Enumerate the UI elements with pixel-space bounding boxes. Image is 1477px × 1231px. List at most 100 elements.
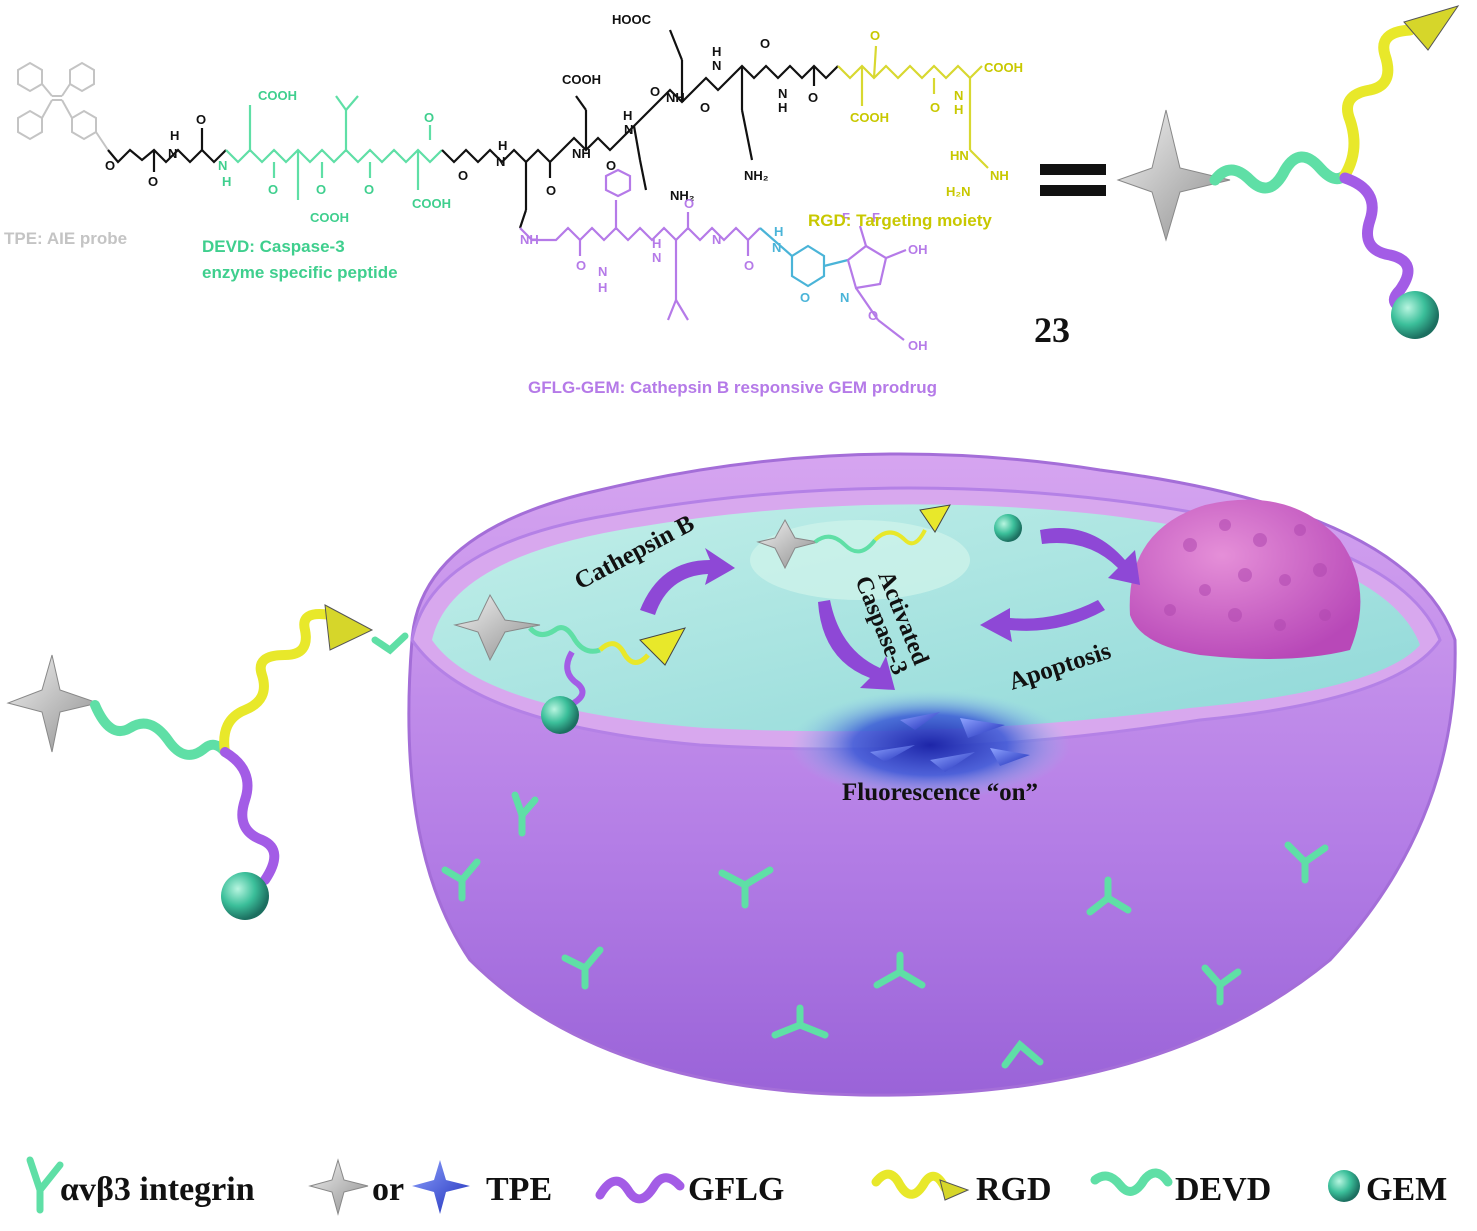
process-arrows [640,528,1140,690]
integrin-legend-icon [26,1156,64,1214]
atom-label: O [424,110,434,125]
atom-label: O [268,182,278,197]
legend-integrin: αvβ3 integrin [60,1171,255,1208]
gem-sphere-icon [221,872,269,920]
legend-or: or [372,1171,404,1208]
atom-label: NH₂ [670,188,695,203]
integrin-icon [511,791,539,837]
atom-label: H [498,138,507,153]
rgd-moiety [837,45,989,169]
devd-chain [813,534,877,554]
rgd-chain [873,529,927,546]
atom-label: O [546,183,556,198]
gem-sphere-icon [541,696,579,734]
central-backbone [441,29,839,229]
gem-atoms: H N O N F F OH O OH [772,210,928,353]
atom-label: O [870,28,880,43]
cell-illustration: Cathepsin B Activated Caspase-3 Apoptosi… [6,452,1457,1097]
gflg-chain [1339,172,1416,316]
atom-label: NH [666,90,685,105]
integrin-icon [873,951,926,989]
atom-label: O [458,168,468,183]
atom-label: N [168,146,177,161]
tpe-star-icon [453,593,541,662]
tpe-gray-legend-icon [308,1158,369,1216]
atom-label: NH₂ [744,168,769,183]
atom-label: O [196,112,206,127]
fluorescence-glow [790,690,1070,800]
atom-label: O [364,182,374,197]
atom-label: F [842,210,850,225]
atom-label: O [105,158,115,173]
atom-label: O [930,100,940,115]
devd-label-line1: DEVD: Caspase-3 [202,237,345,256]
atom-label: O [316,182,326,197]
atom-label: O [744,258,754,273]
rgd-arrowhead-icon [919,504,951,533]
tpe-star-icon [6,654,100,753]
rgd-legend-arrowhead-icon [939,1179,970,1201]
integrin-icon [1086,876,1132,916]
atom-label: H [712,44,721,59]
integrin-icon [441,858,481,902]
atom-label: HN [950,148,969,163]
atom-label: N [778,86,787,101]
atom-label: H [222,174,231,189]
gflg-moiety [519,168,761,321]
atom-label: O [700,100,710,115]
devd-chain [90,700,230,760]
rgd-chain [598,641,650,665]
rgd-arrowhead-icon [639,627,686,666]
devd-moiety [225,95,443,200]
gem-moiety [759,227,849,288]
apoptosis-arrow-icon [980,600,1105,642]
atom-label: N [840,290,849,305]
rgd-label: RGD: Targeting moiety [808,211,992,230]
devd-legend-icon [1090,1168,1173,1196]
gem-legend-icon [1328,1170,1360,1202]
legend-gflg: GFLG [688,1171,784,1208]
atom-label: O [800,290,810,305]
atom-label: F [872,210,880,225]
integrin-icon [1001,1039,1044,1069]
equals-sign [1040,164,1106,196]
gflg-legend-icon [595,1173,685,1204]
integrin-receptors [441,791,1329,1069]
integrin-icon [561,946,604,990]
integrin-icon [771,1004,829,1039]
legend-rgd: RGD [976,1171,1052,1208]
atom-label: H [774,224,783,239]
atom-label: N [772,240,781,255]
atom-label: COOH [984,60,1023,75]
integrin-binding-icon [371,632,409,655]
atom-label: H [623,108,632,123]
atom-label: H [170,128,179,143]
atom-label: N [712,58,721,73]
devd-label-line2: enzyme specific peptide [202,263,398,282]
devd-chain [1209,151,1351,194]
atom-label: H [598,280,607,295]
chemical-structure: O O H N O COOH COOH COOH H N O O O [4,5,1460,397]
atom-label: H [778,100,787,115]
atom-label: O [760,36,770,51]
gem-sugar [846,225,907,341]
aggregated-tpe-icons [870,712,1030,772]
gflg-chain [564,650,586,708]
legend: αvβ3 integrin or TPE GFLG RGD DEVD GEM [26,1156,1447,1216]
atom-label: COOH [310,210,349,225]
atom-label: N [652,250,661,265]
linker-backbone [107,128,227,172]
caspase-arrow-icon [818,600,895,690]
gflg-atoms: NH O N H N H O N O [520,196,754,295]
atom-label: N [624,122,633,137]
released-gem-icon [994,514,1022,542]
integrin-icon [1201,964,1242,1006]
atom-label: NH [990,168,1009,183]
atom-label: O [868,308,878,323]
compound-number: 23 [1034,310,1070,350]
atom-label: H [954,102,963,117]
atom-label: H₂N [946,184,971,199]
tpe-label: TPE: AIE probe [4,229,127,248]
rgd-arrowhead-icon [324,604,374,651]
